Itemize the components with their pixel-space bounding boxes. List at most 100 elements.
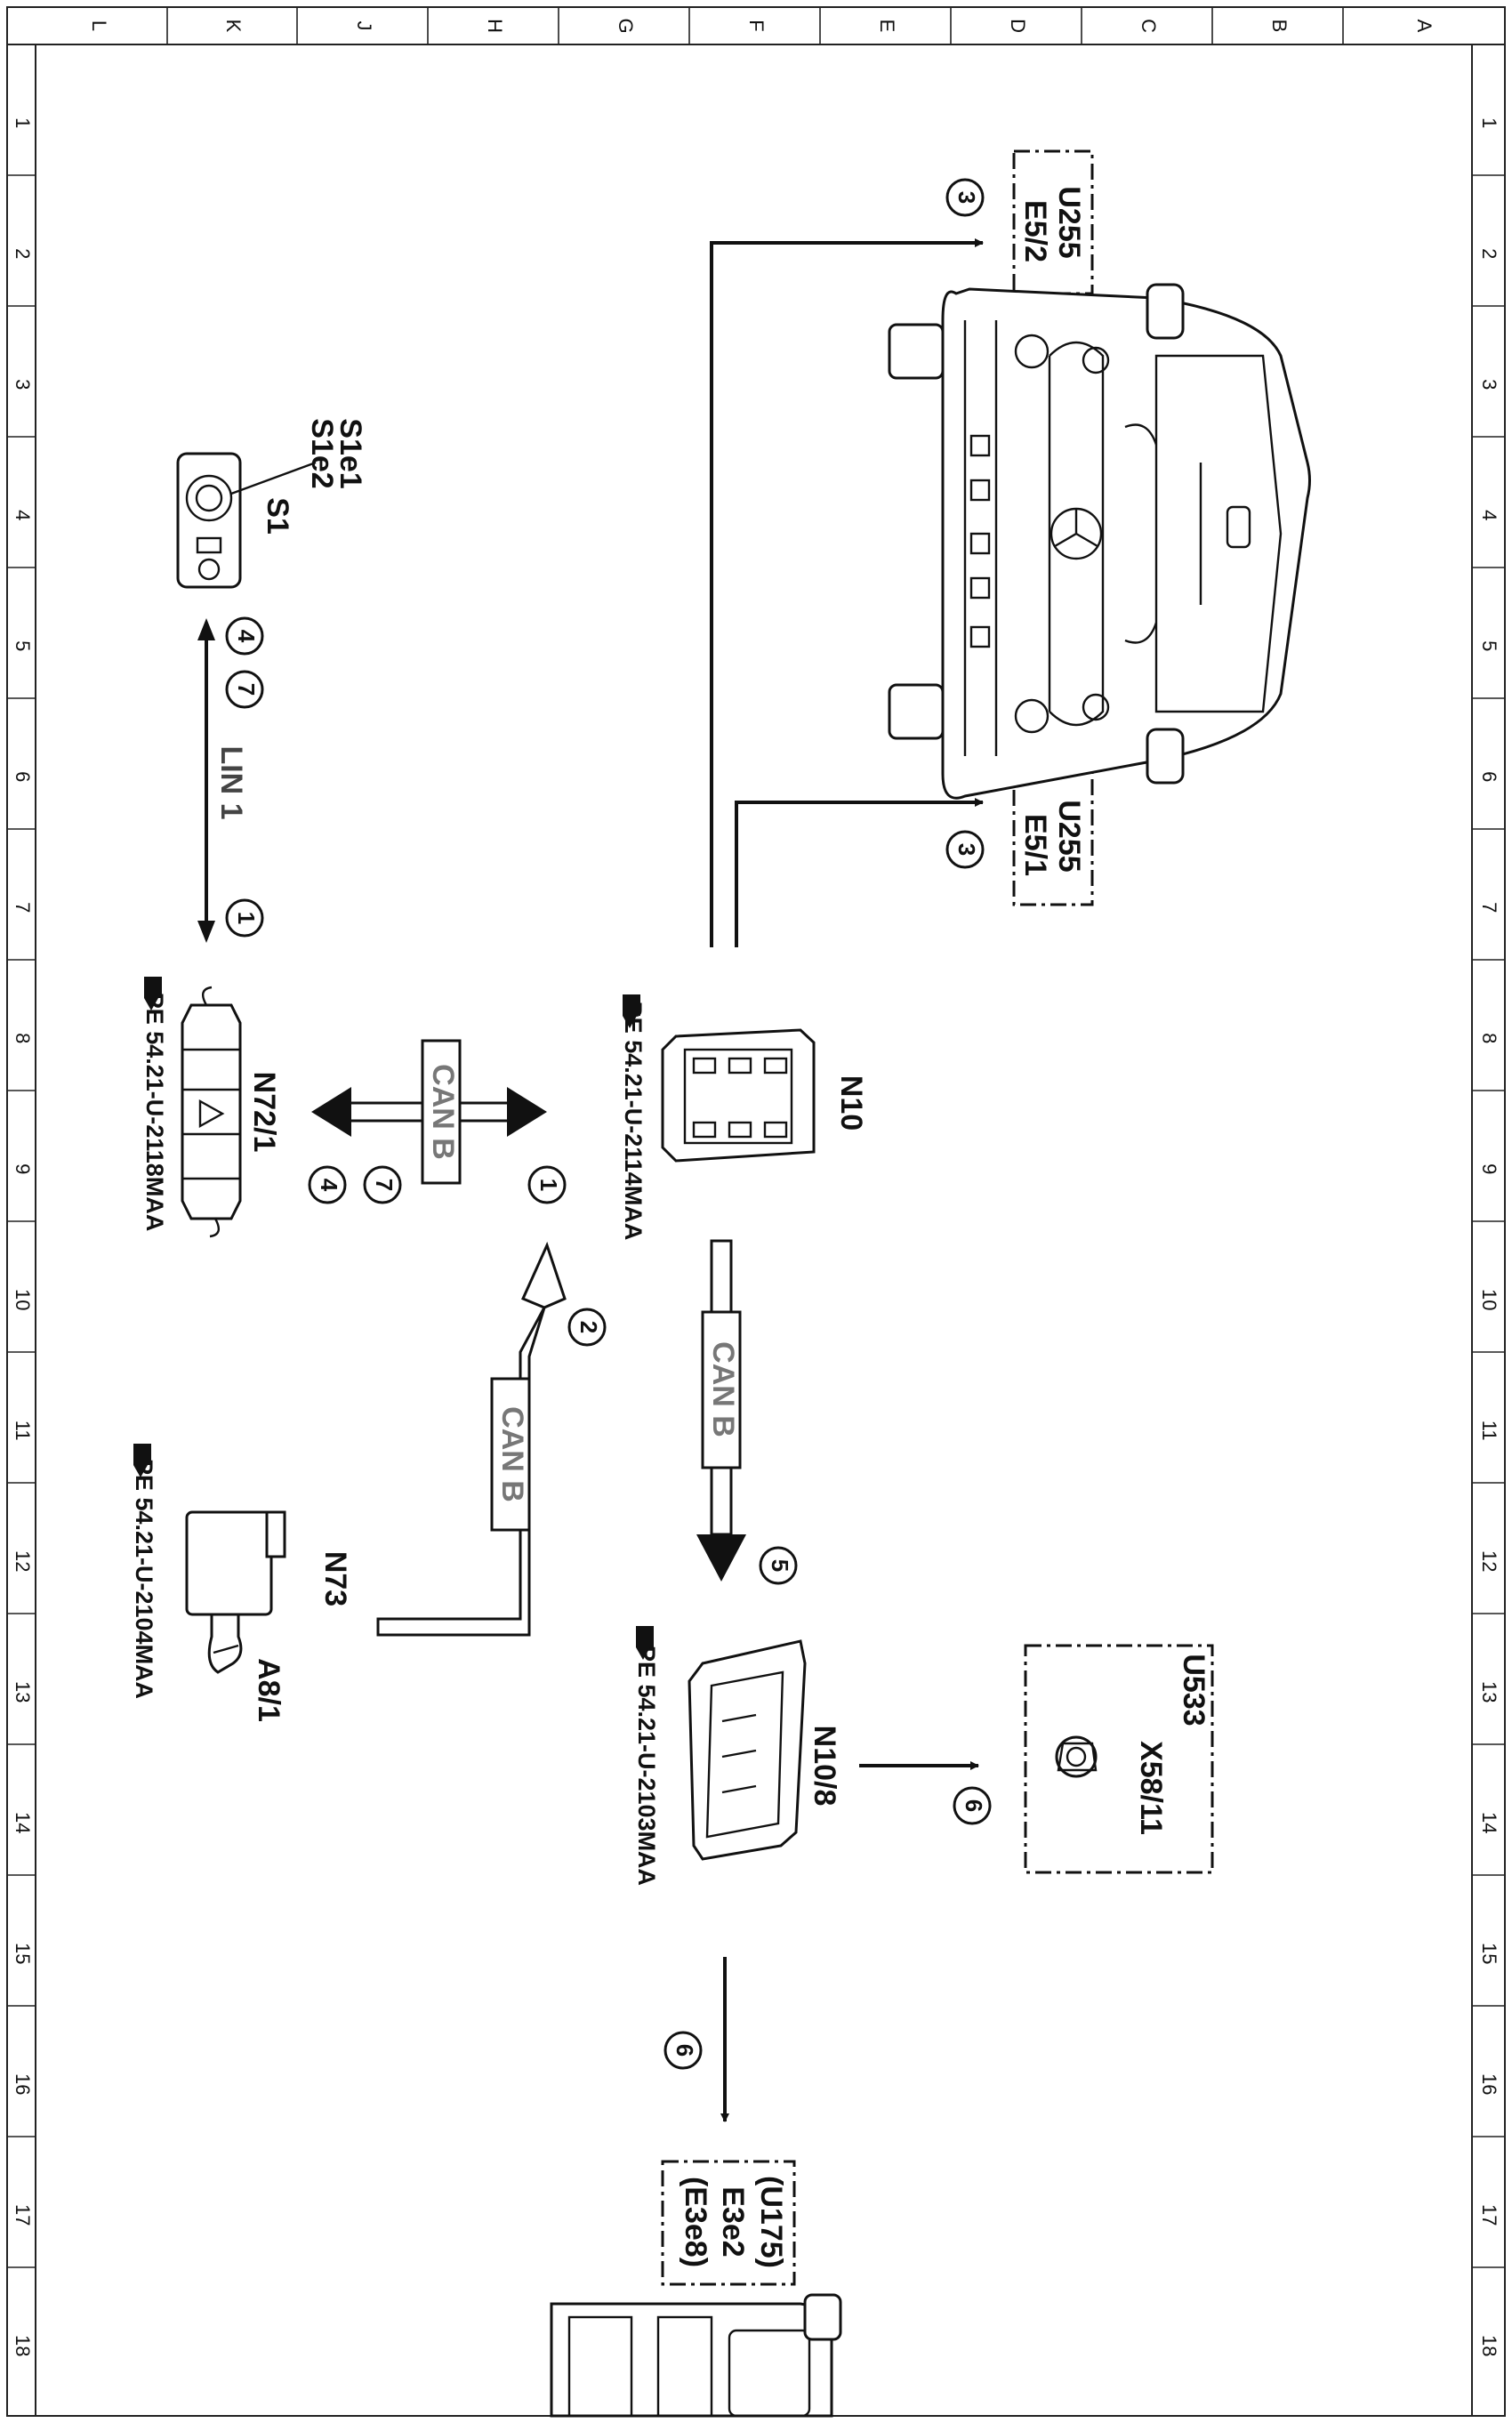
svg-text:7: 7 <box>371 1179 398 1191</box>
grid-row-label: 14 <box>12 1812 34 1833</box>
svg-text:6: 6 <box>961 1799 987 1812</box>
grid-row-label: 16 <box>12 2073 34 2095</box>
grid-col-label: C <box>1138 19 1160 33</box>
grid-col-label: H <box>484 19 506 33</box>
grid-row-label: 4 <box>12 510 34 520</box>
grid-row-label: 7 <box>12 902 34 913</box>
grid-column-labels: L K J H G F E D C B A <box>88 18 1436 33</box>
grid-row-label: 2 <box>1478 248 1500 259</box>
target-u255-label: U255 <box>1052 186 1086 258</box>
step-6-marker: 6 <box>664 2031 703 2070</box>
svg-text:4: 4 <box>233 630 260 643</box>
switch-s1: S1 S1e1 S1e2 <box>176 418 367 589</box>
can-b-label: CAN B <box>495 1406 529 1502</box>
svg-text:7: 7 <box>233 683 260 696</box>
target-e52-label: E5/2 <box>1018 200 1052 262</box>
grid-col-label: K <box>222 20 245 33</box>
grid-row-label: 3 <box>12 379 34 390</box>
grid-row-label: 1 <box>12 117 34 128</box>
grid-row-label: 6 <box>12 771 34 782</box>
grid-row-label: 15 <box>1478 1943 1500 1964</box>
grid-col-label: A <box>1413 20 1436 33</box>
reference-hand-icon <box>623 994 640 1028</box>
n10-label: N10 <box>834 1075 868 1131</box>
grid-row-label: 2 <box>12 248 34 259</box>
target-u175: (U175) E3e2 (E3e8) <box>661 2160 796 2286</box>
grid-row-label: 1 <box>1478 117 1500 128</box>
can-b-label-box <box>421 1039 462 1185</box>
grid-row-label: 11 <box>12 1421 34 1441</box>
grid-row-label: 8 <box>1478 1033 1500 1043</box>
grid-col-label: E <box>876 20 898 33</box>
step-1-marker: 1 <box>225 898 264 938</box>
grid-row-label: 13 <box>12 1681 34 1703</box>
svg-text:3: 3 <box>953 843 980 856</box>
module-n10: N10 PE 54.21-U-2114MAA <box>620 994 868 1240</box>
grid-col-label: G <box>615 18 637 33</box>
grid-row-label: 7 <box>1478 902 1500 913</box>
switch-n73: N73 A8/1 PE 54.21-U-2104MAA <box>131 1444 352 1722</box>
grid-row-label: 15 <box>12 1943 34 1964</box>
step-6-marker: 6 <box>953 1786 992 1825</box>
can-b-bus-1: CAN B <box>311 1039 547 1185</box>
reference-hand-icon <box>133 1444 151 1477</box>
step-3-marker: 3 <box>945 830 985 869</box>
grid-col-label: L <box>88 20 110 31</box>
step-2-marker: 2 <box>567 1308 607 1347</box>
target-e3e2-label: E3e2 <box>716 2186 750 2257</box>
target-u255-e52: U255 E5/2 <box>1012 149 1094 295</box>
grid-col-label: D <box>1007 19 1029 33</box>
grid-row-label: 12 <box>1478 1550 1500 1572</box>
grid-row-label: 10 <box>12 1289 34 1310</box>
s1e1-label: S1e1 <box>334 418 367 488</box>
a81-label: A8/1 <box>252 1658 286 1722</box>
reference-hand-icon <box>636 1626 654 1660</box>
svg-text:4: 4 <box>316 1179 342 1192</box>
svg-text:3: 3 <box>953 191 980 204</box>
svg-text:1: 1 <box>233 912 260 924</box>
can-b-bus-3: CAN B <box>696 1239 746 1582</box>
can-b-label-box <box>701 1310 742 1469</box>
n72-ref: PE 54.21-U-2118MAA <box>141 993 168 1232</box>
module-n10-8: N10/8 PE 54.21-U-2103MAA <box>633 1626 841 1886</box>
target-u175-label: (U175) <box>754 2176 788 2268</box>
reference-hand-icon <box>144 977 162 1010</box>
n73-ref: PE 54.21-U-2104MAA <box>131 1459 157 1699</box>
svg-text:2: 2 <box>575 1321 602 1333</box>
svg-text:6: 6 <box>672 2044 698 2057</box>
step-1-marker: 1 <box>527 1165 567 1204</box>
connector-icon <box>1055 1735 1098 1778</box>
can-b-label-box <box>490 1377 531 1532</box>
module-n72-1: N72/1 PE 54.21-U-2118MAA <box>141 977 281 1238</box>
step-markers: 3 3 4 7 1 1 7 4 2 5 6 6 <box>225 178 992 2070</box>
grid-row-label: 14 <box>1478 1812 1500 1833</box>
n10-8-ref: PE 54.21-U-2103MAA <box>633 1646 660 1886</box>
grid-row-label: 12 <box>12 1550 34 1572</box>
grid-row-label: 16 <box>1478 2073 1500 2095</box>
grid-row-label: 17 <box>1478 2204 1500 2226</box>
target-u255-e51: U255 E5/1 <box>1012 765 1094 906</box>
grid-row-label: 9 <box>12 1163 34 1174</box>
svg-text:5: 5 <box>767 1559 793 1572</box>
grid-row-label: 3 <box>1478 379 1500 390</box>
target-e3e8-label: (E3e8) <box>679 2177 712 2267</box>
can-b-label: CAN B <box>706 1341 740 1437</box>
target-u255-label: U255 <box>1052 800 1086 872</box>
step-5-marker: 5 <box>759 1546 798 1585</box>
step-7-marker: 7 <box>225 670 264 709</box>
n10-8-label: N10/8 <box>808 1726 841 1807</box>
n73-label: N73 <box>318 1551 352 1606</box>
grid-row-label: 10 <box>1478 1289 1500 1310</box>
grid-col-label: B <box>1268 20 1291 33</box>
can-b-bus-2: CAN B <box>376 1241 567 1637</box>
vehicle-front-illustration <box>888 283 1311 800</box>
grid-col-label: F <box>745 20 768 31</box>
n72-label: N72/1 <box>247 1072 281 1153</box>
can-b-label: CAN B <box>426 1064 460 1160</box>
grid-col-label: J <box>353 21 375 31</box>
step-7-marker: 7 <box>363 1165 402 1204</box>
target-e51-label: E5/1 <box>1018 814 1052 876</box>
grid-row-label: 18 <box>12 2335 34 2356</box>
